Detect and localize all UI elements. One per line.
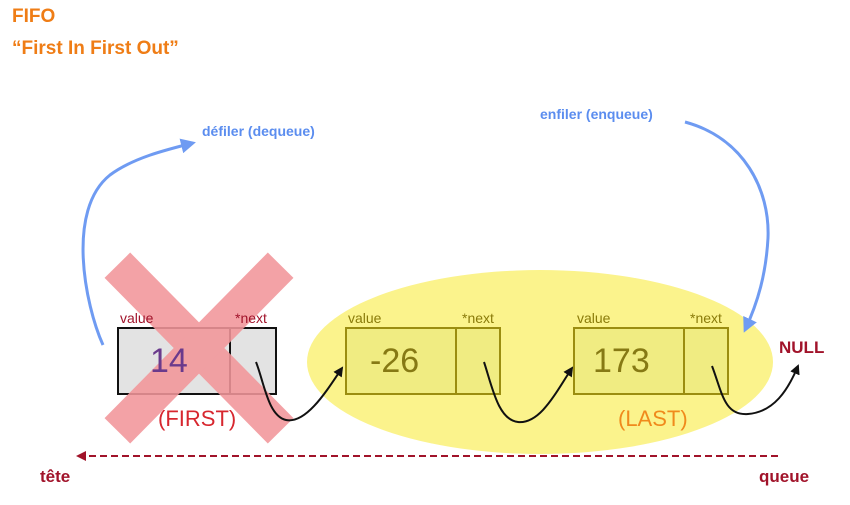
node-middle-value-cell bbox=[345, 327, 457, 395]
head-label: tête bbox=[40, 467, 71, 486]
node-last-next-cell bbox=[683, 327, 729, 395]
node-last bbox=[573, 327, 729, 395]
removed-cross bbox=[104, 252, 294, 444]
node-first-value: 14 bbox=[150, 342, 188, 380]
page-title: FIFO bbox=[12, 6, 56, 27]
pointer-first-to-middle bbox=[255, 361, 344, 422]
enqueue-arrow bbox=[684, 120, 770, 333]
pointer-middle-to-last bbox=[483, 361, 574, 424]
enqueue-label: enfiler (enqueue) bbox=[540, 106, 653, 122]
node-last-value: 173 bbox=[593, 342, 650, 380]
tail-label: queue bbox=[759, 467, 810, 486]
node-middle bbox=[345, 327, 501, 395]
pointer-last-to-null bbox=[711, 364, 800, 416]
node-middle-value: -26 bbox=[370, 342, 420, 380]
node-middle-next-cell bbox=[455, 327, 501, 395]
node-first-value-label: value bbox=[120, 310, 154, 326]
node-middle-value-label: value bbox=[348, 310, 382, 326]
dequeue-arrow bbox=[81, 138, 196, 346]
node-first-tag: (FIRST) bbox=[158, 406, 237, 431]
null-label: NULL bbox=[779, 338, 825, 357]
node-last-tag: (LAST) bbox=[618, 406, 688, 431]
dequeue-label: défiler (dequeue) bbox=[202, 123, 315, 139]
node-last-next-label: *next bbox=[690, 310, 722, 326]
node-first-next-label: *next bbox=[235, 310, 267, 326]
page-subtitle: “First In First Out” bbox=[12, 38, 179, 59]
node-middle-next-label: *next bbox=[462, 310, 494, 326]
node-last-value-label: value bbox=[577, 310, 611, 326]
queue-highlight bbox=[307, 270, 773, 454]
